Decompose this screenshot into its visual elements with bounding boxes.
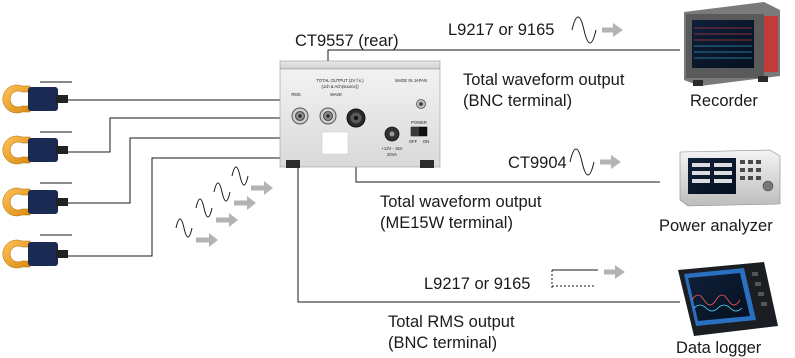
sine-wave-icon [569,148,595,176]
unit-left-foot [286,160,300,168]
clamp-sensor-4 [2,239,68,269]
sine-wave-arrow-icon [213,182,256,210]
clamp-sensor-3 [2,187,68,217]
sine-wave-arrow-icon [231,166,273,195]
recorder-screen [692,20,754,68]
recorder-label: Recorder [690,92,758,110]
recorder-device [684,2,780,86]
ground-terminal[interactable] [416,99,426,109]
output-sine-recorder [571,16,623,44]
total-output-title: TOTAL OUTPUT (2V f.s.) [316,78,364,83]
power-analyzer-device [679,149,781,207]
dc-input-jack[interactable] [384,126,400,142]
clamp-sensor-2 [2,135,68,165]
wires [40,49,680,303]
va-label: 20VA [387,152,397,157]
wave-label: WAVE [330,92,342,97]
unit-top-face [279,60,441,70]
output-sine-power-analyzer [569,148,621,176]
data-logger-screen [688,273,750,321]
total-output-sub: (1ch & Ach(source)) [321,84,359,89]
wire-clamp-1 [66,99,301,125]
input-waveforms [175,166,273,247]
sine-wave-arrow-icon [175,218,218,247]
total-waveform-bnc-line2: (BNC terminal) [463,92,573,110]
power-label: POWER [411,120,427,125]
power-switch-rocker [411,127,419,136]
sine-wave-icon [571,16,597,44]
l9217-top-label: L9217 or 9165 [448,21,555,39]
rms-bnc-connector[interactable] [291,107,309,125]
wave-bnc-connector[interactable] [319,107,337,125]
clamp-sensor-1 [2,84,68,114]
on-label: ON [423,139,429,144]
total-waveform-bnc-line1: Total waveform output [463,71,625,89]
me15w-connector[interactable] [346,108,366,128]
total-rms-line1: Total RMS output [388,313,515,331]
data-logger-device [678,262,778,336]
wire-to-data-logger [297,140,680,303]
ct9557-rear-label: CT9557 (rear) [295,32,399,50]
ct9557-unit: TOTAL OUTPUT (2V f.s.) (1ch & Ach(source… [279,60,441,168]
clamp-sensors [2,84,68,269]
total-rms-line2: (BNC terminal) [388,334,498,352]
off-label: OFF [409,139,418,144]
ct9904-label: CT9904 [508,154,567,172]
wire-clamp-4 [66,157,290,257]
total-waveform-me15w-line1: Total waveform output [380,193,542,211]
rms-label: RMS [291,92,301,97]
unit-right-foot [420,160,434,168]
unit-label-plate [321,131,349,155]
made-in-label: MADE IN JAPAN [395,78,427,83]
dc-voltage-label: +12V - 15V [381,146,402,151]
wire-clamp-3 [66,137,290,204]
sine-wave-arrow-icon [195,198,238,227]
data-logger-label: Data logger [676,339,762,357]
output-step-data-logger [551,265,625,290]
l9217-bottom-label: L9217 or 9165 [424,275,531,293]
total-waveform-me15w-line2: (ME15W terminal) [380,214,513,232]
power-analyzer-label: Power analyzer [659,217,773,235]
